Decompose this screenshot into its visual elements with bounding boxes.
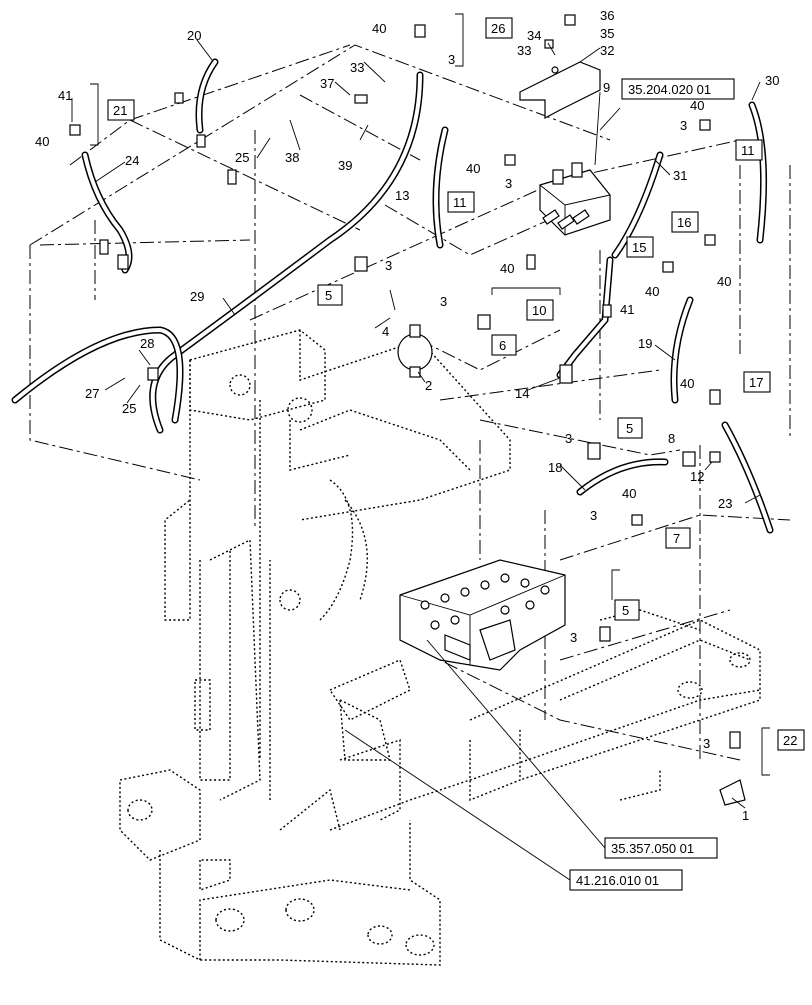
label-11-b: 11	[741, 143, 755, 158]
callout-27: 27	[85, 386, 99, 401]
label-5-c: 5	[622, 603, 629, 618]
label-5-a: 5	[325, 288, 332, 303]
label-26: 26	[491, 21, 505, 36]
callout-40-g: 40	[717, 274, 731, 289]
label-box-11-b	[735, 139, 763, 161]
callout-9: 9	[603, 80, 610, 95]
callout-40-d: 40	[500, 261, 514, 276]
label-7: 7	[673, 531, 680, 546]
ref-box-41-216	[569, 869, 683, 891]
callout-3-c: 3	[505, 176, 512, 191]
callout-1: 1	[742, 808, 749, 823]
label-5-b: 5	[626, 421, 633, 436]
solenoid-manifold	[539, 162, 611, 236]
label-6: 6	[499, 338, 506, 353]
label-16: 16	[677, 215, 691, 230]
callout-40-b: 40	[35, 134, 49, 149]
callout-40-c: 40	[466, 161, 480, 176]
boxed-labels: 5 5 5 6 7 10 11 11 15 16 17 21 22 26	[107, 17, 805, 751]
callout-35: 35	[600, 26, 614, 41]
label-box-21	[107, 99, 135, 121]
bolt	[551, 66, 559, 74]
callout-28: 28	[140, 336, 154, 351]
label-box-26	[485, 17, 513, 39]
callout-41-b: 41	[620, 302, 634, 317]
ref-35-204-020: 35.204.020 01	[628, 82, 711, 97]
callout-23: 23	[718, 496, 732, 511]
callout-3-e: 3	[680, 118, 687, 133]
label-box-16	[671, 211, 699, 233]
callout-2: 2	[425, 378, 432, 393]
label-22: 22	[783, 733, 797, 748]
label-15: 15	[632, 240, 646, 255]
callout-24: 24	[125, 153, 139, 168]
callout-14: 14	[515, 386, 529, 401]
callout-13: 13	[395, 188, 409, 203]
callout-40-i: 40	[622, 486, 636, 501]
group-brackets	[90, 13, 770, 776]
callout-33-a: 33	[350, 60, 364, 75]
label-box-22	[777, 729, 805, 751]
ref-41-216-010: 41.216.010 01	[576, 873, 659, 888]
callout-33-b: 33	[517, 43, 531, 58]
callout-31: 31	[673, 168, 687, 183]
label-box-5-c	[614, 599, 640, 621]
label-21: 21	[113, 103, 127, 118]
label-11-a: 11	[453, 195, 467, 210]
callout-34: 34	[527, 28, 541, 43]
callout-25-a: 25	[235, 150, 249, 165]
callout-40-f: 40	[645, 284, 659, 299]
callout-20: 20	[187, 28, 201, 43]
bracket	[519, 61, 601, 119]
label-10: 10	[532, 303, 546, 318]
callout-3-h: 3	[570, 630, 577, 645]
callout-3-b: 3	[448, 52, 455, 67]
callout-29: 29	[190, 289, 204, 304]
callout-3-f: 3	[565, 431, 572, 446]
callout-4: 4	[382, 324, 389, 339]
hoses	[11, 58, 774, 534]
callout-3-a: 3	[385, 258, 392, 273]
callout-19: 19	[638, 336, 652, 351]
callout-40-h: 40	[680, 376, 694, 391]
leader-lines	[71, 39, 761, 881]
callout-8: 8	[668, 431, 675, 446]
reference-boxes: 35.204.020 01 35.357.050 01 41.216.010 0…	[569, 78, 735, 891]
callout-36: 36	[600, 8, 614, 23]
callout-3-i: 3	[703, 736, 710, 751]
callout-39: 39	[338, 158, 352, 173]
ref-box-35-357	[604, 837, 718, 859]
callout-32: 32	[600, 43, 614, 58]
label-box-11-a	[447, 191, 475, 213]
callout-41-a: 41	[58, 88, 72, 103]
callout-numbers: 1 2 3 3 3 3 3 3 3 3 3 4 8 9 12 13 14 18 …	[35, 8, 779, 823]
label-box-17	[743, 371, 771, 393]
label-box-15	[626, 236, 654, 258]
label-box-6	[491, 334, 517, 356]
accumulator	[397, 324, 433, 378]
callout-40-e: 40	[690, 98, 704, 113]
ref-35-357-050: 35.357.050 01	[611, 841, 694, 856]
fittings	[69, 14, 746, 806]
label-box-5-b	[617, 417, 643, 439]
callout-25-b: 25	[122, 401, 136, 416]
callout-12: 12	[690, 469, 704, 484]
control-valve-block	[399, 559, 566, 671]
callout-38: 38	[285, 150, 299, 165]
machine-frame	[119, 329, 761, 966]
callout-30: 30	[765, 73, 779, 88]
callout-3-g: 3	[590, 508, 597, 523]
assembly-boundaries	[29, 44, 791, 761]
label-box-5-a	[317, 284, 343, 306]
callout-40-a: 40	[372, 21, 386, 36]
label-box-7	[665, 527, 691, 549]
label-17: 17	[749, 375, 763, 390]
callout-37: 37	[320, 76, 334, 91]
callout-18: 18	[548, 460, 562, 475]
label-box-10	[526, 299, 554, 321]
ref-box-35-204	[621, 78, 735, 100]
callout-3-d: 3	[440, 294, 447, 309]
